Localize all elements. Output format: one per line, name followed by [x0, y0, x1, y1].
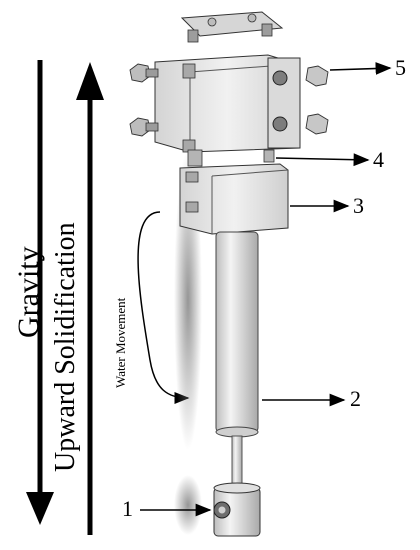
water-movement-label: Water Movement	[113, 297, 128, 388]
upper-right-nuts	[272, 65, 329, 135]
callout-5: 5	[395, 55, 406, 80]
upper-left-bolts	[129, 63, 159, 137]
gravity-label: Gravity	[12, 246, 45, 338]
gravity-arrow	[26, 60, 54, 525]
callout-1: 1	[122, 496, 133, 521]
callout-5-line	[329, 62, 392, 75]
water-movement-curve	[137, 211, 190, 404]
callout-2: 2	[350, 386, 361, 411]
upper-bracket	[154, 54, 301, 153]
sample-holder	[213, 482, 261, 537]
bottom-shadow	[174, 475, 202, 535]
top-clamp-plate	[180, 11, 284, 43]
callout-4-line	[275, 153, 370, 167]
upward-solidification-arrow	[76, 62, 104, 535]
lower-bracket	[179, 163, 289, 235]
callout-4: 4	[373, 147, 384, 172]
spacer-part	[187, 149, 275, 167]
main-rod-bottom	[215, 426, 259, 438]
main-rod	[215, 231, 259, 433]
callout-3: 3	[353, 193, 364, 218]
upward-solidification-label: Upward Solidification	[50, 222, 81, 472]
